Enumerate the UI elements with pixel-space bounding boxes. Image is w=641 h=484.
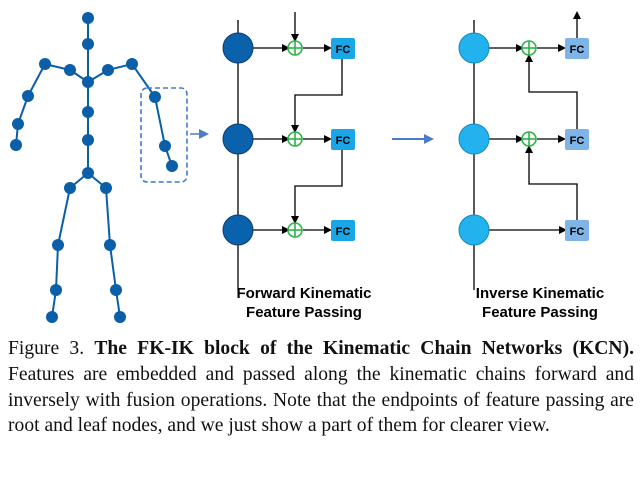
inverse-fc-block-1: FC <box>565 38 589 59</box>
forward-fc-block-1: FC <box>331 38 355 59</box>
inverse-title-line1: Inverse Kinematic <box>476 285 604 302</box>
caption-prefix: Figure 3. <box>8 338 95 359</box>
forward-node-2 <box>222 123 254 155</box>
inverse-kinematic-diagram: FC FC FC Inverse Kinematic Feature Passi… <box>458 11 604 321</box>
caption-body: Features are embedded and passed along t… <box>8 363 634 437</box>
forward-node-1 <box>222 32 254 64</box>
svg-text:FC: FC <box>570 226 585 238</box>
inverse-node-2 <box>458 123 490 155</box>
fk-ik-figure: FC FC FC Forward Kinematic Feature Passi… <box>10 11 604 323</box>
caption-bold-title: The FK-IK block of the Kinematic Chain N… <box>94 338 634 359</box>
svg-text:FC: FC <box>336 226 351 238</box>
svg-text:FC: FC <box>570 135 585 147</box>
forward-title-line2: Feature Passing <box>246 304 362 321</box>
forward-node-3 <box>222 214 254 246</box>
forward-fusion-ops <box>287 40 303 238</box>
inverse-node-1 <box>458 32 490 64</box>
inverse-fc-block-3: FC <box>565 220 589 241</box>
inverse-node-3 <box>458 214 490 246</box>
svg-text:FC: FC <box>570 44 585 56</box>
svg-text:FC: FC <box>336 135 351 147</box>
forward-fc-block-2: FC <box>331 129 355 150</box>
inverse-fc-block-2: FC <box>565 129 589 150</box>
inverse-title-line2: Feature Passing <box>482 304 598 321</box>
forward-fc-block-3: FC <box>331 220 355 241</box>
svg-text:FC: FC <box>336 44 351 56</box>
inverse-fusion-ops <box>521 40 537 147</box>
highlight-box <box>140 87 188 183</box>
forward-kinematic-diagram: FC FC FC Forward Kinematic Feature Passi… <box>222 12 372 321</box>
skeleton-joints <box>10 12 178 323</box>
figure-caption: Figure 3. The FK-IK block of the Kinemat… <box>8 336 634 439</box>
forward-title-line1: Forward Kinematic <box>236 285 371 302</box>
